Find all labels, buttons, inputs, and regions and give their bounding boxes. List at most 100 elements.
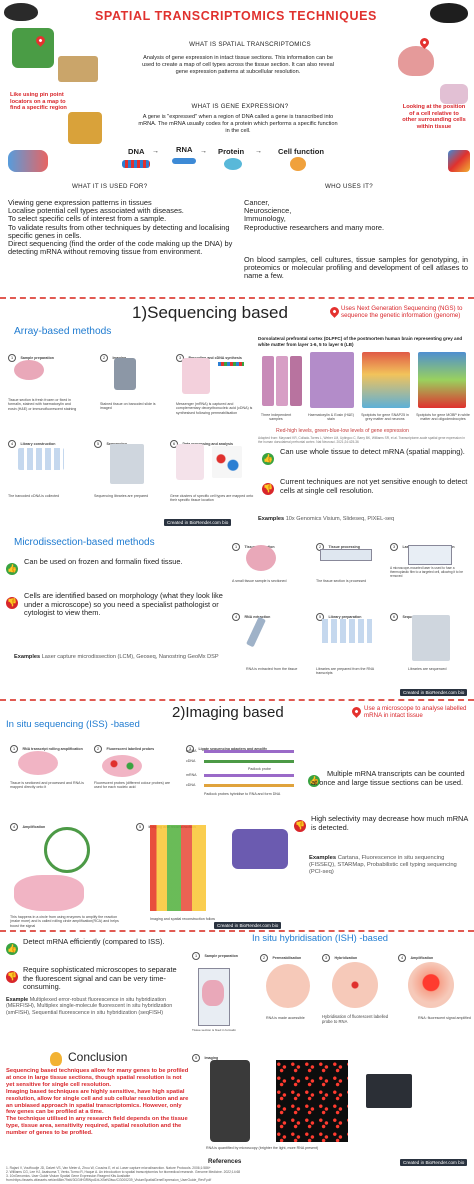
thumbs-down-icon: 👎: [6, 971, 18, 983]
used-for-heading: WHAT IT IS USED FOR?: [72, 183, 148, 190]
con-ish: 👎 Require sophisticated microscopes to s…: [6, 965, 182, 991]
biorender-credit: Created in BioRender.com bio: [214, 922, 282, 929]
step-number: 6: [390, 613, 398, 621]
who-uses-heading: WHO USES IT?: [325, 183, 373, 190]
cdna-strand: [204, 760, 294, 763]
conclusion-paragraph: Imaging based techniques are highly sens…: [6, 1088, 189, 1116]
microscope-icon: [210, 1060, 250, 1142]
seq-heading: 1)Sequencing based: [132, 303, 288, 322]
globe-map-icon: [12, 28, 54, 68]
micro-step-6: 6 Sequencing Libraries are sequenced: [390, 605, 472, 675]
mrna-strand: [204, 750, 294, 753]
conclusion-heading: Conclusion: [68, 1050, 128, 1064]
ish-examples: Example Multiplexed error-robust fluores…: [6, 997, 182, 1016]
rna-strand-icon: [172, 158, 196, 164]
tissue-map-icon: [68, 112, 102, 144]
panel-caption: Three independent samples: [260, 413, 292, 422]
cluster-map-icon: [176, 444, 204, 480]
examples-label: Example: [6, 997, 29, 1003]
reference-item: 1. Rajani V, Vouffoudje JD, Dalvet VS, V…: [6, 1166, 211, 1170]
microscope-icon: [114, 358, 136, 390]
con-micro: 👎 Cells are identified based on morpholo…: [6, 591, 226, 617]
examples-label: Examples: [258, 516, 285, 522]
snap25-spotplot: [362, 352, 410, 408]
micro-examples: Examples Laser capture microdissection (…: [14, 654, 224, 661]
lightbulb-icon: [50, 1052, 62, 1066]
section-divider: [0, 930, 474, 932]
step-title: Library construction: [20, 442, 56, 446]
step-title: Hybridization: [334, 956, 358, 960]
biorender-credit: Created in BioRender.com bio: [400, 1159, 468, 1166]
step-desc: RNA is extracted from the tissue: [246, 667, 298, 671]
examples-label: Examples: [14, 654, 41, 660]
iss-step-1: 1 RNA transcript rolling amplification T…: [10, 737, 90, 799]
sample-image: [262, 356, 274, 406]
page-title: SPATIAL TRANSCRIPTOMICS TECHNIQUES: [95, 9, 377, 23]
step-desc: Libraries are sequenced: [408, 667, 447, 671]
con-array: 👎 Current techniques are not yet sensiti…: [262, 477, 470, 496]
step-desc: Tissue section is fresh frozen or fixed …: [8, 398, 77, 411]
thumbs-up-icon: 👍: [262, 453, 274, 465]
step-desc: The barcoded cDNA is collected: [8, 494, 60, 498]
pro-array: 👍 Can use whole tissue to detect mRNA (s…: [262, 447, 470, 466]
who-uses-item: Cancer,: [244, 198, 270, 207]
iss-step-4: 4 Amplification This happens in a circle…: [10, 815, 128, 928]
slide-icon: [320, 549, 372, 561]
cell-function-label: Cell function: [278, 147, 324, 156]
section-divider: [0, 297, 474, 299]
who-uses-item: Neuroscience,: [244, 206, 292, 216]
conclusion-text: Sequencing based techniques allow for ma…: [6, 1068, 190, 1137]
panel-caption: Spotplots for gene SNAP25 in grey matter…: [361, 413, 409, 422]
step-number: 1: [232, 543, 240, 551]
protein-icon: [224, 158, 242, 170]
reference-item: 2. Williams CG, Lee HJ, Asatsuma T, Vent…: [6, 1170, 241, 1174]
step-desc: This happens in a circle from using enzy…: [10, 915, 119, 928]
heatmap-image: [150, 825, 206, 911]
step-desc: Gene clusters of specific cell types are…: [170, 494, 254, 503]
pro-ish: 👍 Detect mRNA efficiently (compared to I…: [6, 937, 176, 956]
step-title: Data processing and analysis: [182, 442, 233, 446]
cell-map-icon: [448, 150, 470, 172]
step-number: 5: [94, 440, 102, 448]
step-title: Library preparation: [328, 615, 362, 619]
step-desc: The tissue section is processed: [316, 579, 367, 583]
step-number: 1: [8, 354, 16, 362]
strand-label: Padlock probe: [248, 767, 271, 771]
sequencer-icon: [412, 615, 450, 661]
spatial-map-image: [232, 829, 288, 869]
examples-text: Laser capture microdissection (LCM), Geo…: [41, 654, 219, 660]
who-uses-text: On blood samples, cell cultures, tissue …: [244, 255, 468, 281]
gene-expr-text: A gene is "expressed" when a region of D…: [138, 114, 338, 134]
step-number: 3: [322, 954, 330, 962]
probe-cells-icon: [102, 755, 142, 777]
step-number: 4: [232, 613, 240, 621]
perm-label: RNA is made accessible: [266, 1016, 305, 1020]
ish-step-1: 1 Sample preparation Tissue section is f…: [192, 944, 240, 1044]
ish-step-4: 4 Amplification RNA: fluorescent signal …: [398, 946, 472, 1046]
step-desc: RNA is quantified by microscopy (brighte…: [206, 1146, 319, 1150]
world-map-icon: [58, 56, 98, 82]
step-title: Tissue processing: [328, 545, 360, 549]
step-desc: Fluorescent probes (different colour pro…: [94, 781, 171, 790]
tissue-sample-icon: [14, 360, 44, 380]
who-uses-item: Reproductive researchers and many more.: [244, 222, 385, 232]
step-number: 2: [94, 745, 102, 753]
tubes-icon: [18, 448, 64, 470]
examples-label: Examples: [309, 855, 337, 861]
thumbs-up-icon: 👍: [6, 943, 18, 955]
computer-icon: [366, 1074, 412, 1108]
strand-label: cDNA: [186, 759, 196, 763]
biorender-credit: Created in BioRender.com bio: [164, 519, 232, 526]
examples-text: Multiplexed error-robust fluorescence in…: [6, 997, 173, 1016]
img-pin-icon: [350, 705, 363, 718]
sample-image: [290, 356, 302, 406]
cdna-strand: [204, 784, 294, 787]
capture-probe-icon: [218, 362, 244, 366]
micro-step-4: 4 RNA extraction RNA is extracted from t…: [232, 605, 308, 675]
arrow-icon: →: [200, 148, 207, 155]
references-heading: References: [208, 1158, 242, 1165]
array-examples: Examples 10x Genomics Visium, Slideseq, …: [258, 516, 470, 522]
step-title: Imaging: [204, 1056, 219, 1060]
right-note: Looking at the position of a cell relati…: [402, 104, 466, 131]
step-desc: A small tissue sample is sectioned: [232, 579, 287, 583]
